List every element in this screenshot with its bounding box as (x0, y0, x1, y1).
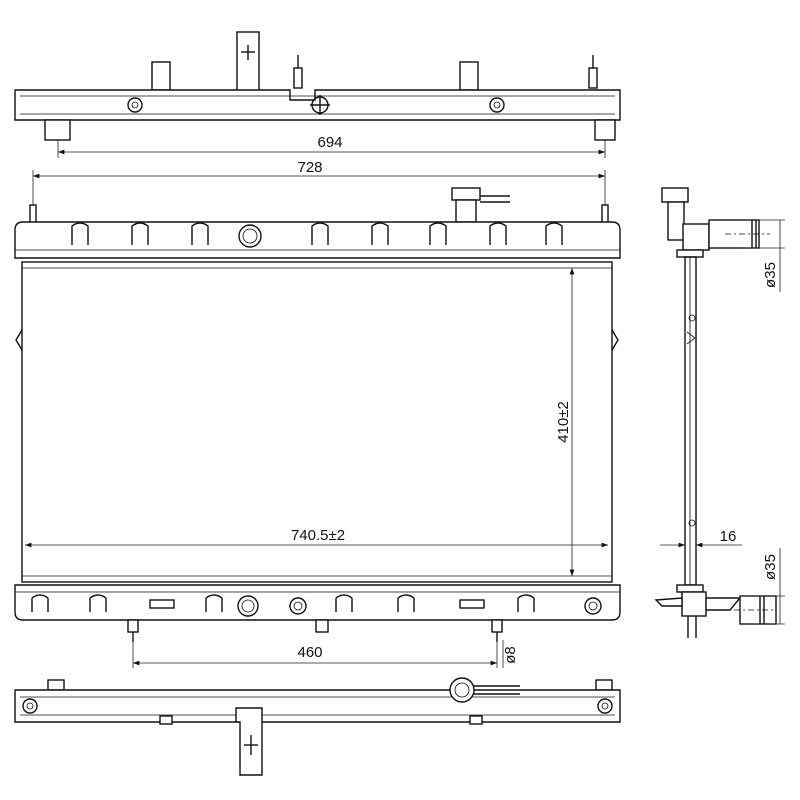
side-core (684, 256, 697, 586)
dimension-460: 460 ø8 (132, 640, 519, 668)
top-clip-right (459, 61, 479, 91)
top-clip-left (151, 61, 171, 91)
top-inlet-pipe (236, 31, 260, 93)
dimension-410: 410±2 (555, 268, 575, 576)
dim-460-label: 460 (297, 644, 322, 661)
front-view (14, 187, 621, 642)
dimension-694: 694 (57, 134, 606, 158)
dim-outlet-d35-label: ø35 (762, 554, 779, 580)
dim-740-5-label: 740.5±2 (291, 527, 345, 544)
top-tab-left (44, 119, 71, 141)
side-cap (661, 187, 689, 203)
dim-694-label: 694 (317, 134, 342, 151)
dimension-740-5: 740.5±2 (25, 527, 608, 548)
top-tank (14, 221, 621, 259)
top-tab-right (594, 119, 616, 141)
radiator-cap (451, 187, 481, 201)
dim-16-label: 16 (720, 528, 737, 545)
bottom-view (14, 677, 621, 776)
radiator-core (21, 261, 613, 583)
dim-inlet-d35-label: ø35 (762, 262, 779, 288)
dim-410-label: 410±2 (555, 401, 572, 443)
bottom-tank-plan (14, 689, 621, 723)
bottom-outlet-pipe (235, 707, 263, 776)
bottom-tank (14, 584, 621, 621)
dim-d8-label: ø8 (502, 646, 519, 664)
side-view: ø35 ø35 16 (654, 187, 785, 638)
top-view (14, 31, 621, 141)
dim-728-label: 728 (297, 159, 322, 176)
dimension-728: 728 (32, 159, 606, 205)
